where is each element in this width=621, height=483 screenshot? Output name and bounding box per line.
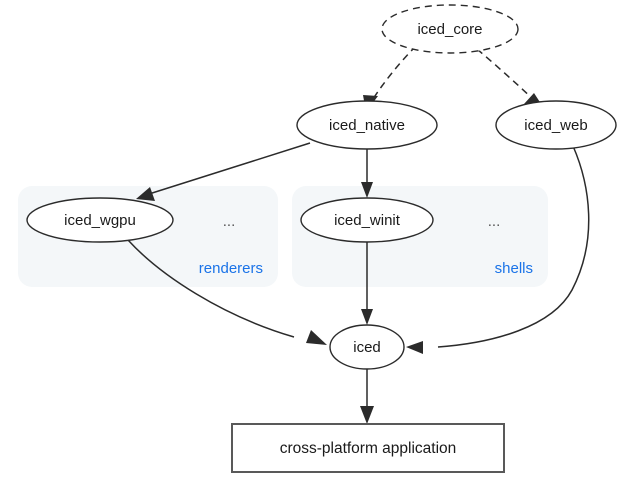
edge-iced-to-app [360,369,374,424]
node-iced-wgpu-shape[interactable] [26,197,174,243]
edge-native-to-wgpu-line [148,142,311,195]
edge-native-to-winit [361,149,373,198]
edge-native-to-winit-arrowhead [361,182,373,198]
edge-web-to-iced [406,145,590,354]
node-iced-native-label: iced_native [329,117,405,134]
node-cross-platform-application-label: cross-platform application [280,440,457,457]
node-iced-winit[interactable]: iced_winit [300,197,434,243]
node-iced-label: iced [353,339,381,356]
node-iced-core[interactable]: iced_core [381,4,519,54]
edge-core-to-web [476,48,545,110]
renderers-ellipsis-marker: ... [223,213,236,230]
edge-wgpu-to-iced-line [127,239,295,338]
edge-core-to-web-line [476,48,535,101]
edge-web-to-iced-line [437,145,590,348]
edge-iced-to-app-arrowhead [360,406,374,424]
node-iced-core-label: iced_core [417,21,482,38]
node-cross-platform-application[interactable]: cross-platform application [231,423,505,473]
node-iced-web-shape[interactable] [495,100,617,150]
node-iced-wgpu[interactable]: iced_wgpu [26,197,174,243]
edge-wgpu-to-iced-arrowhead [306,330,327,345]
edge-wgpu-to-iced [127,239,327,345]
shells-ellipsis-marker: ... [488,213,501,230]
node-iced-web[interactable]: iced_web [495,100,617,150]
edge-core-to-native-line [372,45,417,100]
node-iced[interactable]: iced [329,324,405,370]
edge-native-to-wgpu-arrowhead [136,187,155,201]
node-iced-web-label: iced_web [524,117,587,134]
node-iced-core-shape[interactable] [381,4,519,54]
node-iced-shape[interactable] [329,324,405,370]
edge-native-to-wgpu [136,142,311,201]
cluster-renderers-label: renderers [199,260,263,277]
edge-winit-to-iced [361,242,373,325]
edge-winit-to-iced-arrowhead [361,309,373,325]
node-iced-winit-label: iced_winit [334,212,401,229]
edge-web-to-iced-arrowhead [406,341,423,354]
node-iced-native-shape[interactable] [296,100,438,150]
node-iced-wgpu-label: iced_wgpu [64,212,136,229]
cluster-shells-label: shells [495,260,533,277]
node-cross-platform-application-shape[interactable] [231,423,505,473]
node-iced-native[interactable]: iced_native [296,100,438,150]
node-iced-winit-shape[interactable] [300,197,434,243]
